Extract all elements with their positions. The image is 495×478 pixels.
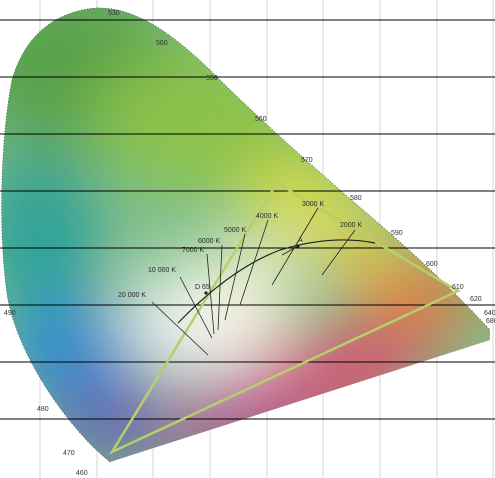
svg-text:5000 K: 5000 K (224, 227, 247, 234)
svg-text:490: 490 (4, 310, 16, 317)
svg-text:580: 580 (350, 195, 362, 202)
svg-text:640: 640 (484, 310, 495, 317)
svg-text:7000 K: 7000 K (182, 247, 205, 254)
svg-text:10 000 K: 10 000 K (148, 267, 176, 274)
svg-text:D 65: D 65 (195, 284, 210, 291)
svg-text:20 000 K: 20 000 K (118, 292, 146, 299)
svg-text:530: 530 (108, 10, 120, 17)
point-d65-marker (204, 291, 208, 295)
svg-text:620: 620 (470, 296, 482, 303)
wavelength-labels: 460 470 480 490 530 560 550 560 570 580 … (4, 10, 495, 477)
svg-text:6000 K: 6000 K (198, 238, 221, 245)
svg-text:680: 680 (486, 318, 495, 325)
svg-text:590: 590 (391, 230, 403, 237)
point-labels: A D 65 (195, 237, 303, 291)
color-temperature-labels: 20 000 K 10 000 K 7000 K 6000 K 5000 K 4… (118, 201, 363, 299)
svg-text:470: 470 (63, 450, 75, 457)
svg-text:560: 560 (255, 116, 267, 123)
svg-text:2000 K: 2000 K (340, 222, 363, 229)
svg-text:550: 550 (206, 75, 218, 82)
svg-text:560: 560 (156, 40, 168, 47)
svg-text:570: 570 (301, 157, 313, 164)
svg-text:3000 K: 3000 K (302, 201, 325, 208)
svg-text:A: A (298, 237, 303, 244)
svg-text:480: 480 (37, 406, 49, 413)
point-a-marker (296, 244, 300, 248)
svg-text:600: 600 (426, 261, 438, 268)
svg-text:4000 K: 4000 K (256, 213, 279, 220)
gamut-triangle (108, 181, 461, 455)
major-grid (0, 19, 495, 420)
svg-text:460: 460 (76, 470, 88, 477)
svg-text:610: 610 (452, 284, 464, 291)
